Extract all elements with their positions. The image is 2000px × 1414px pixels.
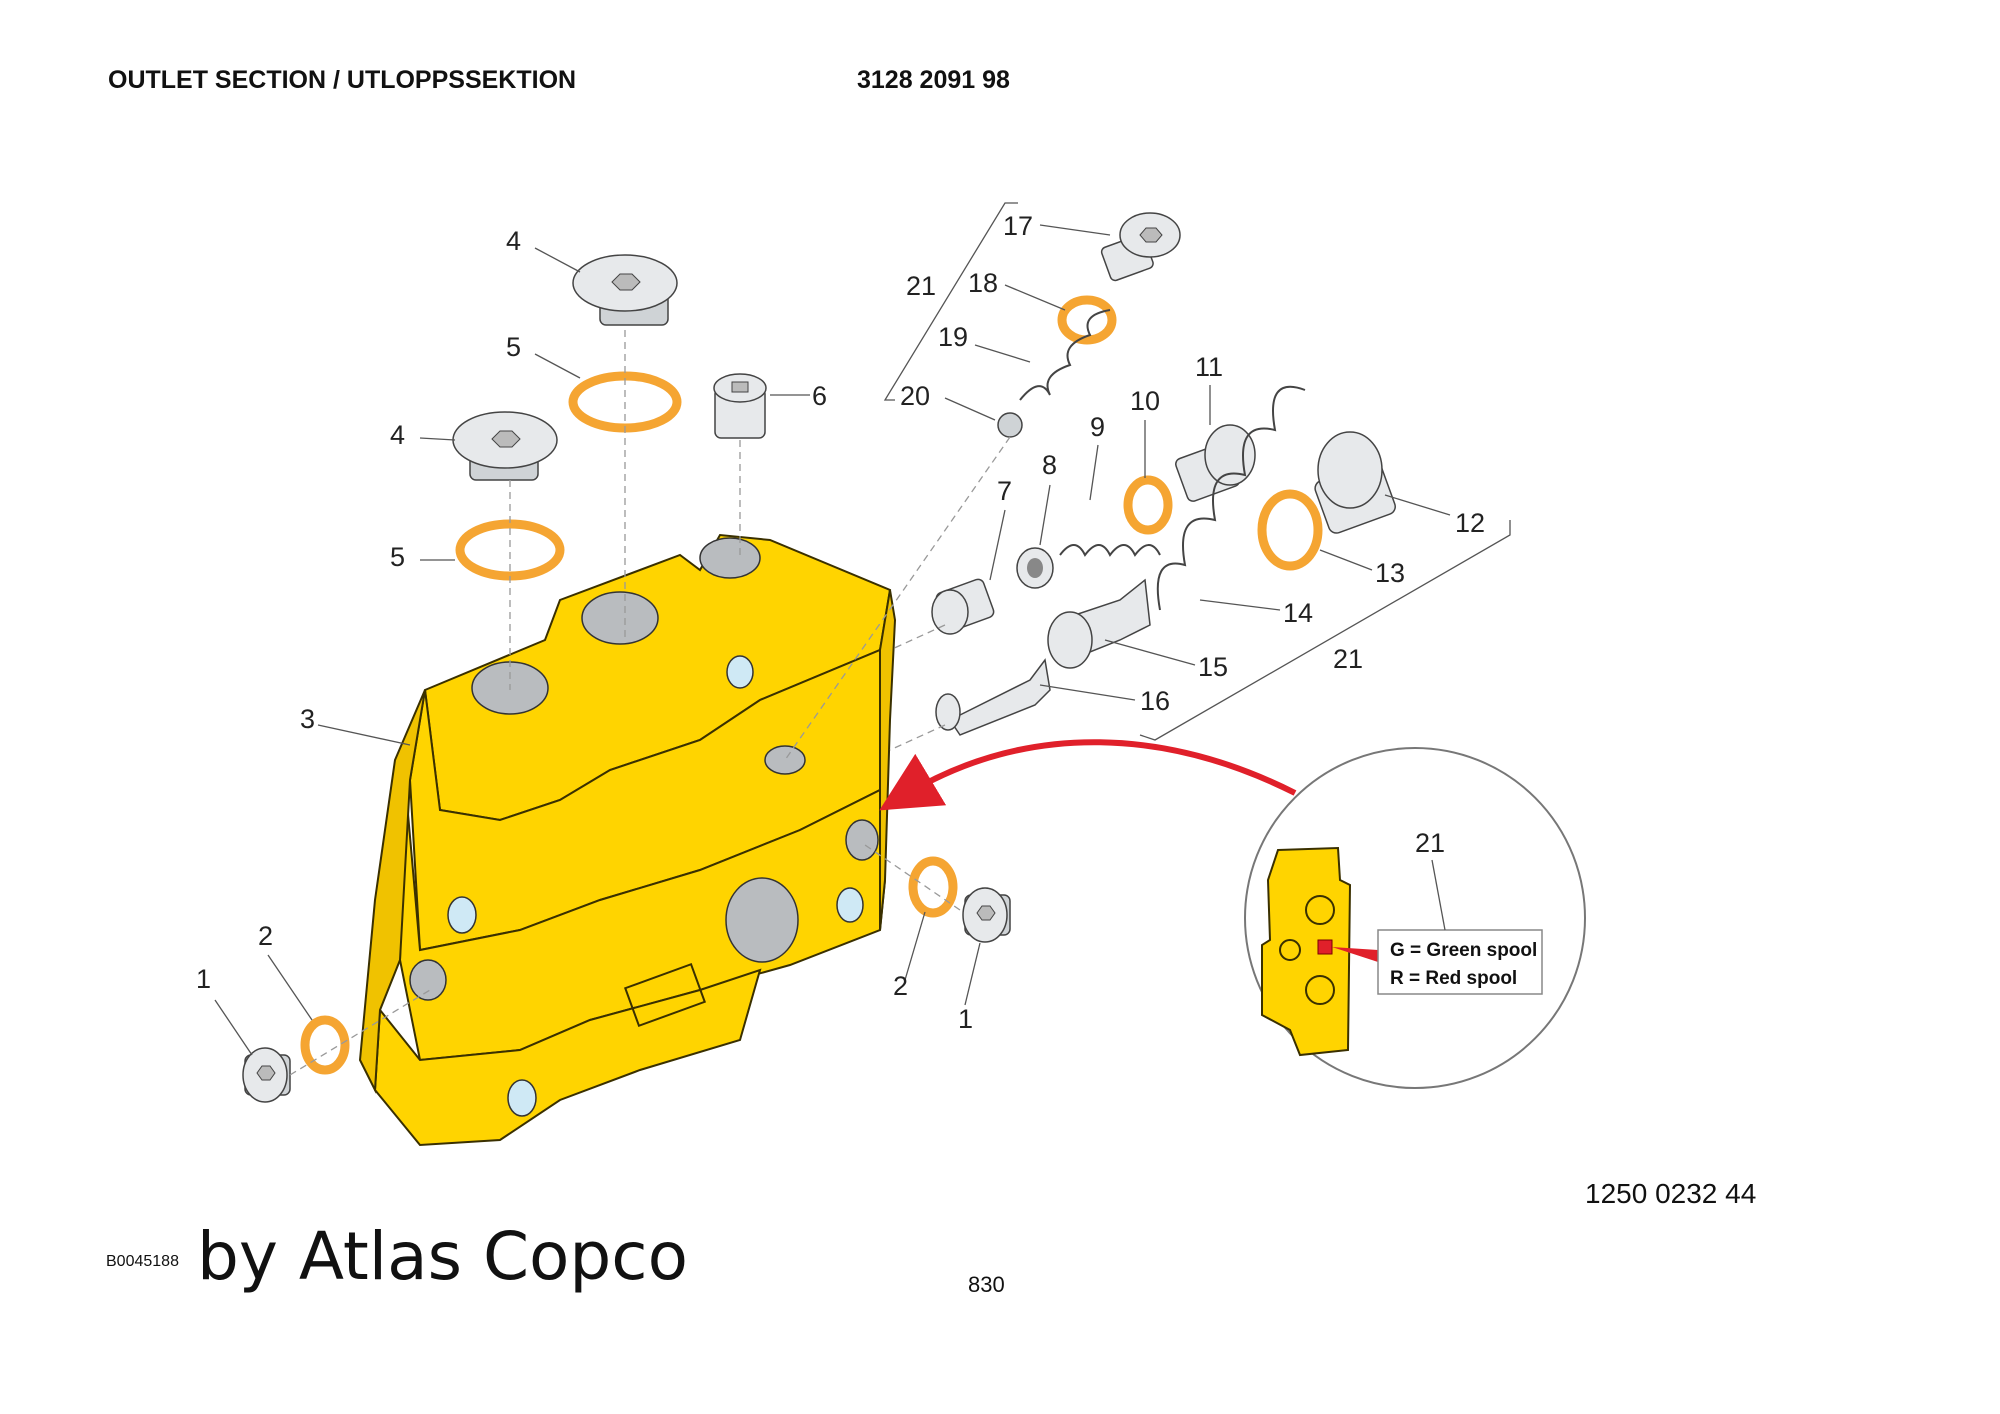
seal-13 — [1257, 489, 1323, 571]
callout-19: 19 — [938, 322, 968, 352]
spring-19 — [1019, 309, 1111, 401]
callout-4-upper: 4 — [506, 226, 521, 256]
spool-16 — [935, 658, 1051, 736]
callout-9: 9 — [1090, 412, 1105, 442]
callout-20: 20 — [900, 381, 930, 411]
callout-2-right: 2 — [893, 971, 908, 1001]
callout-14: 14 — [1283, 598, 1313, 628]
callout-8: 8 — [1042, 450, 1057, 480]
seal-18 — [1057, 295, 1117, 345]
part-7 — [931, 578, 995, 635]
callout-1-left: 1 — [196, 964, 211, 994]
callout-18: 18 — [968, 268, 998, 298]
spring-14 — [1156, 385, 1306, 611]
spring-9 — [1059, 544, 1161, 557]
page-title: OUTLET SECTION / UTLOPPSSEKTION — [108, 66, 577, 94]
detail-view: G = Green spool R = Red spool 21 — [1244, 747, 1586, 1089]
callout-5-upper: 5 — [506, 332, 521, 362]
legend-green: G = Green spool — [1390, 940, 1537, 961]
callout-21-detail: 21 — [1415, 828, 1445, 858]
seal-2-left — [300, 1015, 350, 1075]
callout-1-right: 1 — [958, 1004, 973, 1034]
poppet-15 — [1047, 578, 1151, 669]
part-number: 3128 2091 98 — [857, 66, 1010, 94]
callout-16: 16 — [1140, 686, 1170, 716]
callout-21-upper: 21 — [906, 271, 936, 301]
ball-20 — [997, 412, 1023, 438]
plug-1-left — [242, 1047, 291, 1103]
valve-body — [358, 533, 897, 1147]
plug-1-right — [962, 887, 1011, 943]
drawing-code: 1250 0232 44 — [1585, 1178, 1757, 1209]
bracket-21-upper — [883, 202, 1018, 401]
plug-4-upper — [572, 254, 678, 326]
image-id: B0045188 — [106, 1253, 179, 1270]
callout-5-lower: 5 — [390, 542, 405, 572]
callout-15: 15 — [1198, 652, 1228, 682]
seal-2-right — [908, 856, 958, 918]
callout-10: 10 — [1130, 386, 1160, 416]
plug-12 — [1314, 431, 1396, 534]
callout-3: 3 — [300, 704, 315, 734]
callout-6: 6 — [812, 381, 827, 411]
callout-4-lower: 4 — [390, 420, 405, 450]
seal-10 — [1123, 475, 1173, 535]
plug-4-lower — [452, 411, 558, 481]
bracket-21-lower — [1139, 520, 1511, 741]
legend-red: R = Red spool — [1390, 968, 1517, 989]
callout-21-lower: 21 — [1333, 644, 1363, 674]
plug-6 — [713, 373, 767, 439]
callout-17: 17 — [1003, 211, 1033, 241]
cap-screw-17 — [1100, 212, 1181, 282]
callout-13: 13 — [1375, 558, 1405, 588]
page-number: 830 — [968, 1272, 1005, 1297]
callout-12: 12 — [1455, 508, 1485, 538]
callout-7: 7 — [997, 476, 1012, 506]
callout-2-left: 2 — [258, 921, 273, 951]
plug-11 — [1175, 424, 1256, 502]
red-arrow — [879, 739, 1297, 811]
brand-text: by Atlas Copco — [197, 1218, 688, 1295]
part-8 — [1016, 547, 1054, 589]
callout-11: 11 — [1195, 352, 1223, 382]
